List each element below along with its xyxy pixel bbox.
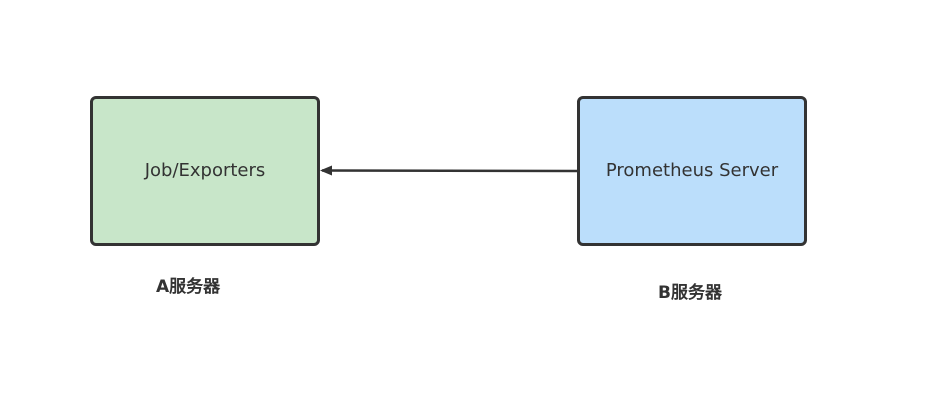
- prometheus-server-node[interactable]: Prometheus Server: [577, 96, 807, 246]
- job-exporters-label: Job/Exporters: [144, 160, 266, 181]
- prometheus-server-label: Prometheus Server: [605, 160, 779, 181]
- server-b-caption: B服务器: [658, 283, 722, 303]
- scrape-arrow: [320, 165, 578, 176]
- server-a-caption: A服务器: [156, 277, 221, 297]
- job-exporters-node[interactable]: Job/Exporters: [90, 96, 320, 246]
